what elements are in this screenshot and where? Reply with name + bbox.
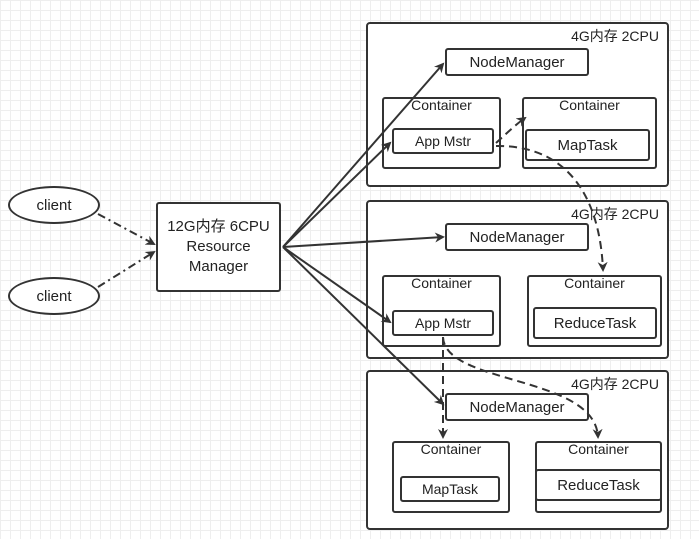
node-3-spec: 4G内存 2CPU bbox=[571, 376, 659, 392]
client-1-label: client bbox=[36, 196, 72, 214]
node-2-nodemanager: NodeManager bbox=[445, 223, 589, 251]
resource-manager-label-1: Resource bbox=[186, 238, 251, 255]
arrow-client1-rm bbox=[97, 213, 156, 245]
resource-manager-spec: 12G内存 6CPU bbox=[167, 218, 270, 235]
client-2: client bbox=[8, 277, 100, 315]
node-1-container-2-title: Container bbox=[559, 97, 620, 113]
node-1-app-mstr: App Mstr bbox=[392, 128, 494, 154]
node-1-maptask: MapTask bbox=[525, 129, 650, 161]
node-3-reducetask: ReduceTask bbox=[535, 469, 662, 501]
node-2-spec: 4G内存 2CPU bbox=[571, 206, 659, 222]
resource-manager-label-2: Manager bbox=[188, 258, 249, 275]
node-2-app-mstr: App Mstr bbox=[392, 310, 494, 336]
client-1: client bbox=[8, 186, 100, 224]
node-3-container-1-title: Container bbox=[420, 441, 482, 457]
resource-manager: 12G内存 6CPU Resource Manager bbox=[156, 202, 281, 292]
node-2-container-2-title: Container bbox=[564, 275, 625, 291]
node-3-container-2-title: Container bbox=[568, 441, 629, 457]
node-3-maptask: MapTask bbox=[400, 476, 500, 502]
client-2-label: client bbox=[36, 287, 72, 305]
node-2-container-1-title: Container bbox=[411, 275, 472, 291]
node-1-spec: 4G内存 2CPU bbox=[571, 28, 659, 44]
arrow-client2-rm bbox=[97, 250, 156, 288]
node-3-nodemanager: NodeManager bbox=[445, 393, 589, 421]
node-2-reducetask: ReduceTask bbox=[533, 307, 657, 339]
node-1-nodemanager: NodeManager bbox=[445, 48, 589, 76]
node-1-container-1-title: Container bbox=[411, 97, 472, 113]
